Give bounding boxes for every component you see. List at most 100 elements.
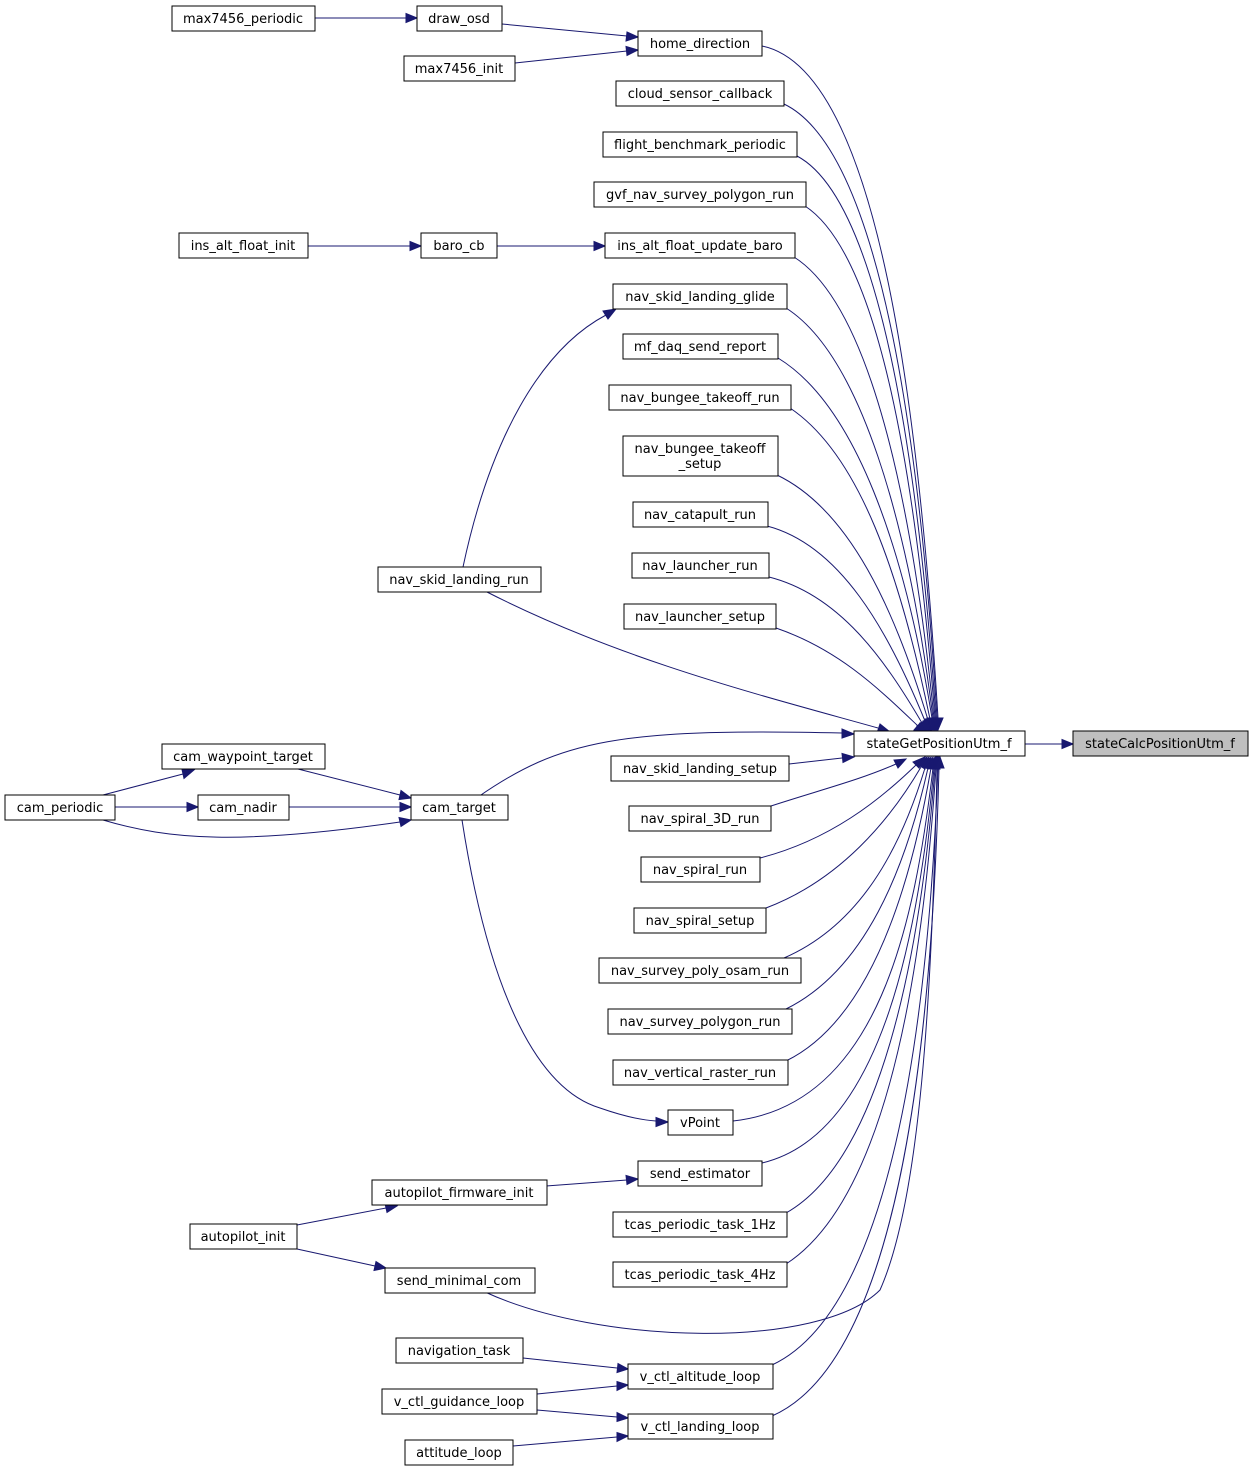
svg-text:nav_launcher_setup: nav_launcher_setup bbox=[635, 610, 765, 625]
node-mf_daq_send_report[interactable]: mf_daq_send_report bbox=[622, 333, 779, 360]
edge-nav_skid_landing_run-to-glide bbox=[462, 308, 618, 568]
node-nav_skid_landing_glide[interactable]: nav_skid_landing_glide bbox=[612, 283, 788, 310]
edge-nav_launcher_setup bbox=[775, 627, 930, 735]
svg-text:vPoint: vPoint bbox=[680, 1116, 720, 1131]
node-max7456_periodic[interactable]: max7456_periodic bbox=[171, 5, 316, 32]
edge-cam_waypoint_target-to-cam_target bbox=[297, 768, 413, 801]
edge-cam_periodic-to-cam_target bbox=[102, 816, 413, 838]
node-send_estimator[interactable]: send_estimator bbox=[637, 1160, 763, 1187]
node-ins_alt_float_init[interactable]: ins_alt_float_init bbox=[178, 232, 309, 259]
node-flight_benchmark_periodic[interactable]: flight_benchmark_periodic bbox=[602, 131, 798, 158]
svg-text:send_minimal_com: send_minimal_com bbox=[397, 1274, 521, 1289]
node-max7456_init[interactable]: max7456_init bbox=[403, 55, 516, 82]
svg-text:v_ctl_guidance_loop: v_ctl_guidance_loop bbox=[394, 1395, 525, 1410]
node-nav_survey_polygon_run[interactable]: nav_survey_polygon_run bbox=[607, 1008, 793, 1035]
edge-v_ctl_altitude_loop bbox=[771, 755, 944, 1366]
edge-tcas_periodic_task_1Hz bbox=[785, 755, 941, 1214]
node-nav_skid_landing_run[interactable]: nav_skid_landing_run bbox=[377, 566, 542, 593]
svg-text:tcas_periodic_task_4Hz: tcas_periodic_task_4Hz bbox=[625, 1268, 776, 1283]
edge-nav_skid_landing_glide bbox=[785, 307, 939, 732]
node-nav_bungee_takeoff_run[interactable]: nav_bungee_takeoff_run bbox=[608, 384, 792, 411]
node-stateGetPositionUtm_f[interactable]: stateGetPositionUtm_f bbox=[853, 730, 1026, 757]
svg-text:ins_alt_float_init: ins_alt_float_init bbox=[191, 239, 296, 254]
edge-nav_bungee_takeoff_run bbox=[789, 407, 936, 733]
edge-max7456_init-to-home_direction bbox=[514, 45, 640, 64]
node-cloud_sensor_callback[interactable]: cloud_sensor_callback bbox=[615, 80, 785, 107]
svg-text:cloud_sensor_callback: cloud_sensor_callback bbox=[628, 87, 773, 102]
node-ins_alt_float_update_baro[interactable]: ins_alt_float_update_baro bbox=[604, 232, 796, 259]
edge-autopilot_init-to-autopilot_firmware_init bbox=[296, 1202, 399, 1226]
node-autopilot_init[interactable]: autopilot_init bbox=[189, 1223, 298, 1250]
svg-text:baro_cb: baro_cb bbox=[433, 239, 484, 254]
edge-ins_alt_float_init-to-baro_cb bbox=[308, 240, 423, 252]
node-nav_vertical_raster_run[interactable]: nav_vertical_raster_run bbox=[612, 1059, 789, 1086]
svg-text:nav_skid_landing_glide: nav_skid_landing_glide bbox=[625, 290, 774, 305]
node-cam_waypoint_target[interactable]: cam_waypoint_target bbox=[161, 743, 326, 770]
node-vPoint[interactable]: vPoint bbox=[667, 1109, 734, 1136]
node-gvf_nav_survey_polygon_run[interactable]: gvf_nav_survey_polygon_run bbox=[593, 181, 807, 208]
node-nav_launcher_run[interactable]: nav_launcher_run bbox=[631, 552, 770, 579]
svg-text:stateGetPositionUtm_f: stateGetPositionUtm_f bbox=[866, 737, 1011, 752]
node-cam_target[interactable]: cam_target bbox=[410, 794, 509, 821]
svg-text:draw_osd: draw_osd bbox=[428, 12, 490, 27]
svg-text:nav_bungee_takeoff_run: nav_bungee_takeoff_run bbox=[620, 391, 779, 406]
node-nav_bungee_takeoff_setup[interactable]: nav_bungee_takeoff _setup bbox=[622, 435, 779, 477]
svg-text:gvf_nav_survey_polygon_run: gvf_nav_survey_polygon_run bbox=[606, 188, 794, 203]
nodes: stateCalcPositionUtm_f stateGetPositionU… bbox=[4, 5, 1249, 1466]
edge-cam_periodic-to-cam_nadir bbox=[115, 801, 200, 813]
svg-text:nav_survey_poly_osam_run: nav_survey_poly_osam_run bbox=[611, 964, 789, 979]
svg-text:ins_alt_float_update_baro: ins_alt_float_update_baro bbox=[617, 239, 783, 254]
svg-text:send_estimator: send_estimator bbox=[650, 1167, 751, 1182]
svg-text:nav_skid_landing_run: nav_skid_landing_run bbox=[389, 573, 529, 588]
edge-cam_target-to-stateGet bbox=[477, 728, 856, 798]
node-nav_launcher_setup[interactable]: nav_launcher_setup bbox=[623, 603, 777, 630]
node-autopilot_firmware_init[interactable]: autopilot_firmware_init bbox=[371, 1179, 548, 1206]
svg-text:navigation_task: navigation_task bbox=[408, 1344, 511, 1359]
edge-cam_target-to-vPoint bbox=[461, 819, 670, 1128]
node-nav_spiral_setup[interactable]: nav_spiral_setup bbox=[633, 907, 767, 934]
node-send_minimal_com[interactable]: send_minimal_com bbox=[384, 1267, 536, 1294]
node-draw_osd[interactable]: draw_osd bbox=[416, 5, 503, 32]
svg-text:autopilot_init: autopilot_init bbox=[201, 1230, 286, 1245]
edge-nav_skid_landing_setup bbox=[788, 752, 856, 765]
svg-text:nav_bungee_takeoff: nav_bungee_takeoff bbox=[635, 442, 767, 457]
edge-autopilot_firmware_init-to-send_estimator bbox=[545, 1174, 640, 1187]
edge-draw_osd-to-home_direction bbox=[501, 23, 640, 42]
edge-v_ctl_guidance_loop-to-v_ctl_altitude_loop bbox=[536, 1380, 630, 1395]
edge-cam_periodic-to-cam_waypoint_target bbox=[102, 768, 196, 796]
edge-navigation_task-to-v_ctl_altitude_loop bbox=[522, 1357, 630, 1374]
svg-text:home_direction: home_direction bbox=[650, 37, 750, 52]
svg-text:nav_catapult_run: nav_catapult_run bbox=[644, 508, 756, 523]
edge-send_minimal_com bbox=[484, 755, 943, 1334]
svg-text:autopilot_firmware_init: autopilot_firmware_init bbox=[385, 1186, 534, 1201]
node-tcas_periodic_task_4Hz[interactable]: tcas_periodic_task_4Hz bbox=[612, 1261, 788, 1288]
node-v_ctl_landing_loop[interactable]: v_ctl_landing_loop bbox=[627, 1413, 774, 1440]
node-stateCalcPositionUtm_f[interactable]: stateCalcPositionUtm_f bbox=[1072, 730, 1249, 757]
edge-cam_nadir-to-cam_target bbox=[289, 801, 413, 813]
node-cam_periodic[interactable]: cam_periodic bbox=[4, 794, 116, 821]
node-attitude_loop[interactable]: attitude_loop bbox=[404, 1439, 514, 1466]
node-tcas_periodic_task_1Hz[interactable]: tcas_periodic_task_1Hz bbox=[612, 1211, 788, 1238]
node-nav_survey_poly_osam_run[interactable]: nav_survey_poly_osam_run bbox=[598, 957, 802, 984]
svg-text:attitude_loop: attitude_loop bbox=[416, 1446, 502, 1461]
node-nav_spiral_3D_run[interactable]: nav_spiral_3D_run bbox=[628, 805, 772, 832]
edge-nav_vertical_raster_run bbox=[785, 755, 936, 1062]
node-baro_cb[interactable]: baro_cb bbox=[420, 232, 498, 259]
node-navigation_task[interactable]: navigation_task bbox=[395, 1337, 524, 1364]
node-nav_catapult_run[interactable]: nav_catapult_run bbox=[632, 501, 769, 528]
edge-baro_cb-to-ins_alt_float_update_baro bbox=[497, 240, 607, 252]
edge-v_ctl_guidance_loop-to-v_ctl_landing_loop bbox=[536, 1409, 630, 1423]
node-v_ctl_guidance_loop[interactable]: v_ctl_guidance_loop bbox=[381, 1388, 538, 1415]
edge-nav_spiral_setup bbox=[765, 755, 928, 909]
svg-text:cam_periodic: cam_periodic bbox=[17, 801, 103, 816]
svg-text:nav_skid_landing_setup: nav_skid_landing_setup bbox=[623, 762, 777, 777]
svg-text:nav_survey_polygon_run: nav_survey_polygon_run bbox=[620, 1015, 781, 1030]
node-v_ctl_altitude_loop[interactable]: v_ctl_altitude_loop bbox=[627, 1363, 774, 1390]
node-nav_spiral_run[interactable]: nav_spiral_run bbox=[640, 856, 761, 883]
node-home_direction[interactable]: home_direction bbox=[637, 30, 763, 57]
svg-text:cam_target: cam_target bbox=[422, 801, 496, 816]
node-nav_skid_landing_setup[interactable]: nav_skid_landing_setup bbox=[610, 755, 790, 782]
svg-text:stateCalcPositionUtm_f: stateCalcPositionUtm_f bbox=[1085, 737, 1235, 752]
svg-text:max7456_periodic: max7456_periodic bbox=[183, 12, 303, 27]
node-cam_nadir[interactable]: cam_nadir bbox=[197, 794, 290, 821]
